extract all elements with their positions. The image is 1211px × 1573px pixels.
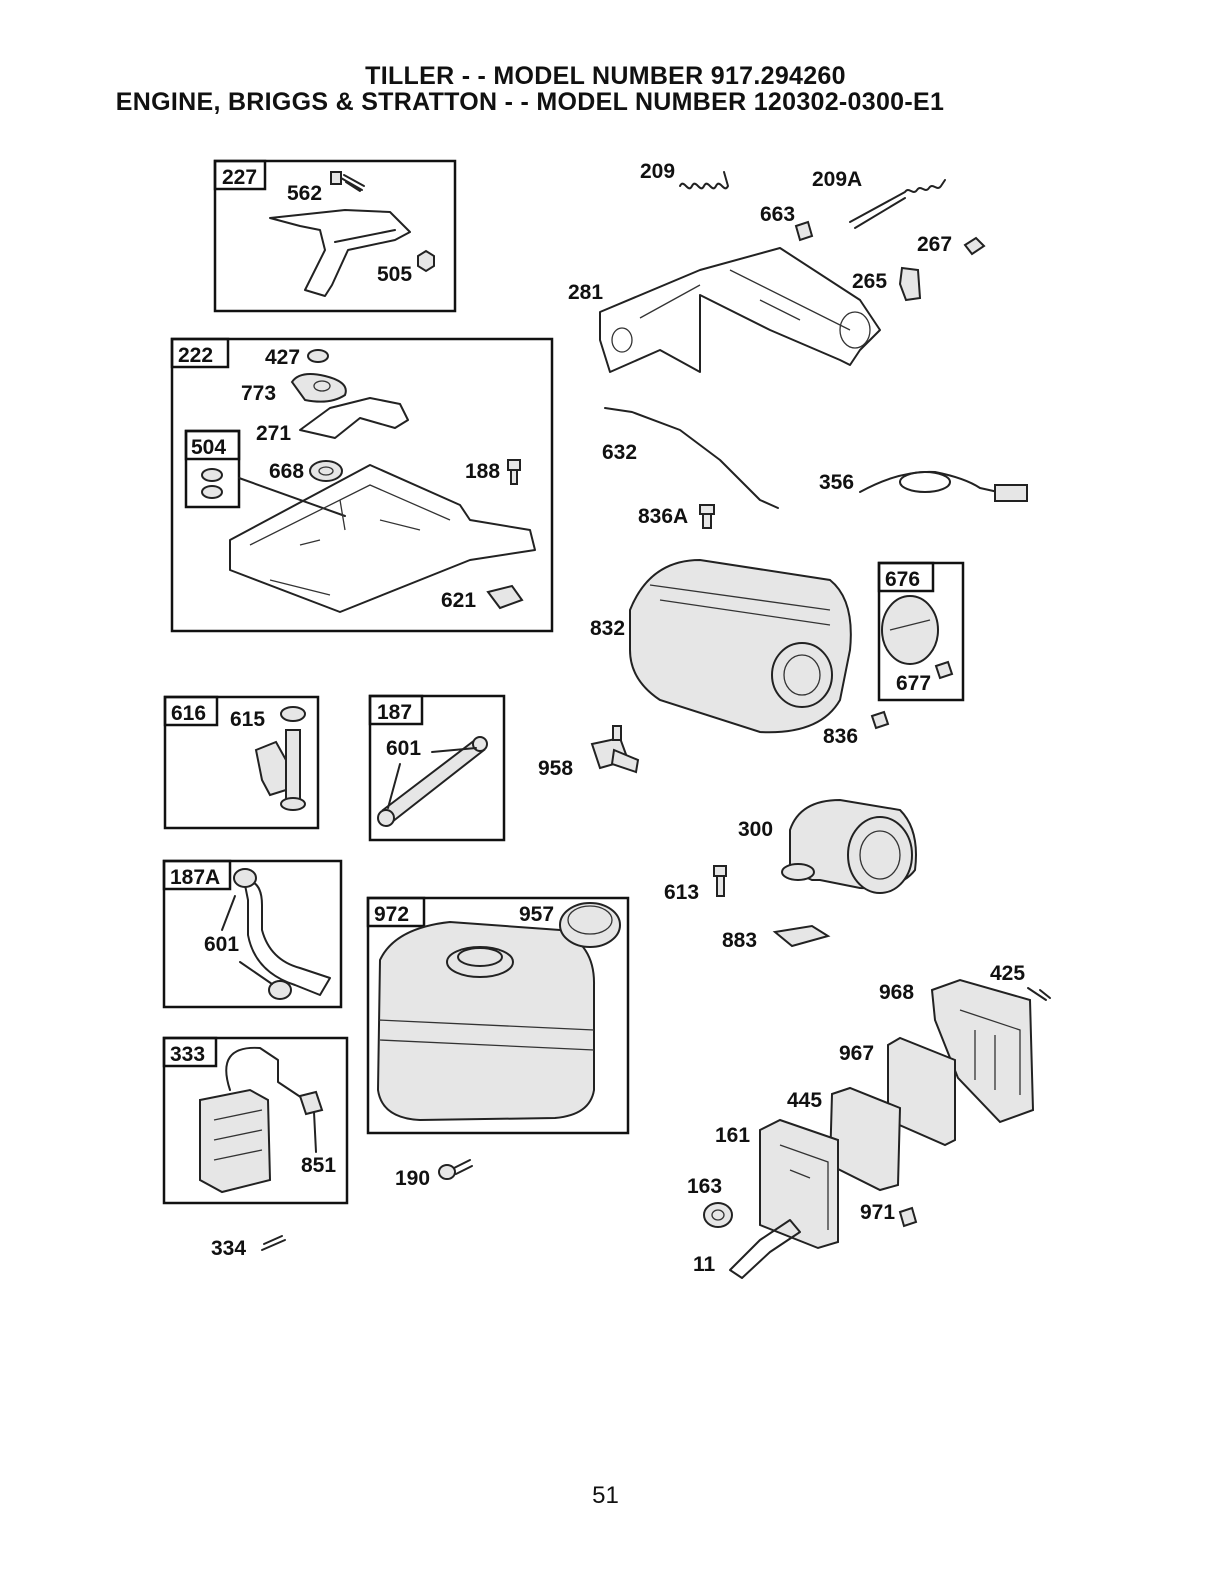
part-label: 968	[879, 981, 914, 1004]
part-label: 773	[241, 382, 276, 405]
blower-housing-icon	[600, 248, 880, 372]
fuel-gauge-icon	[882, 596, 938, 664]
part-label: 836A	[638, 505, 688, 528]
part-label: 836	[823, 725, 858, 748]
fuel-cap-icon	[560, 903, 620, 947]
part-label: 668	[269, 460, 304, 483]
kit-616-label: 616	[171, 702, 206, 725]
part-label: 663	[760, 203, 795, 226]
kit-504-label: 504	[191, 436, 226, 459]
kit-187-label: 187	[377, 701, 412, 724]
part-label: 271	[256, 422, 291, 445]
screw-icon	[796, 222, 812, 240]
lever-icon	[300, 398, 408, 438]
part-label: 615	[230, 708, 265, 731]
kit-972-label: 972	[374, 903, 409, 926]
pre-cleaner-icon	[830, 1088, 900, 1190]
screw-icon	[262, 1236, 285, 1250]
governor-plate-icon	[292, 374, 346, 402]
nut-icon	[418, 251, 434, 271]
seal-icon	[704, 1203, 732, 1227]
kit-222-label: 222	[178, 344, 213, 367]
nut-icon	[308, 350, 328, 362]
screw-icon	[700, 505, 714, 528]
fuel-tank-icon	[378, 922, 594, 1120]
part-label: 613	[664, 881, 699, 904]
part-label: 425	[990, 962, 1025, 985]
part-label: 505	[377, 263, 412, 286]
screw-icon	[439, 1160, 472, 1179]
air-cleaner-base-icon	[760, 1120, 838, 1248]
pulley-icon	[310, 461, 342, 481]
part-label: 163	[687, 1175, 722, 1198]
air-cleaner-elbow-icon	[782, 800, 916, 893]
part-label: 958	[538, 757, 573, 780]
part-label: 851	[301, 1154, 336, 1177]
part-label: 209A	[812, 168, 862, 191]
part-label: 621	[441, 589, 476, 612]
screw-icon	[1028, 988, 1050, 1000]
fuel-valve-icon	[592, 726, 638, 772]
part-label: 445	[787, 1089, 822, 1112]
page-number: 51	[0, 1482, 1211, 1510]
screw-icon	[936, 662, 952, 678]
part-label: 832	[590, 617, 625, 640]
kit-187A-label: 187A	[170, 866, 220, 889]
blower-shroud-icon	[630, 560, 851, 732]
kit-227-label: 227	[222, 166, 257, 189]
spring-icon	[850, 180, 945, 228]
spring-icon	[680, 172, 728, 188]
part-label: 562	[287, 182, 322, 205]
clip-icon	[488, 586, 522, 608]
kit-676-label: 676	[885, 568, 920, 591]
kit-222-frame: 222	[172, 339, 552, 631]
part-label: 300	[738, 818, 773, 841]
part-label: 188	[465, 460, 500, 483]
part-label: 883	[722, 929, 757, 952]
part-label: 281	[568, 281, 603, 304]
part-label: 161	[715, 1124, 750, 1147]
dipstick-tube-icon	[256, 730, 305, 810]
part-label: 11	[693, 1253, 716, 1276]
part-label: 967	[839, 1042, 874, 1065]
part-label: 334	[211, 1237, 246, 1260]
bolt-icon	[331, 172, 364, 191]
part-label: 971	[860, 1201, 895, 1224]
grommet-icon	[281, 707, 305, 721]
screw-icon	[872, 712, 888, 728]
screw-icon	[900, 1208, 916, 1226]
base-plate-icon	[230, 465, 535, 612]
part-label: 601	[386, 737, 421, 760]
washer-icon	[202, 469, 222, 481]
washer-icon	[202, 486, 222, 498]
screw-icon	[714, 866, 726, 896]
part-label: 632	[602, 441, 637, 464]
part-label: 265	[852, 270, 887, 293]
part-label: 267	[917, 233, 952, 256]
screw-icon	[965, 238, 984, 254]
clip-icon	[900, 268, 920, 300]
screw-icon	[508, 460, 520, 484]
part-label: 190	[395, 1167, 430, 1190]
part-label: 427	[265, 346, 300, 369]
part-label: 957	[519, 903, 554, 926]
part-label: 601	[204, 933, 239, 956]
part-label: 356	[819, 471, 854, 494]
part-label: 209	[640, 160, 675, 183]
ground-wire-icon	[860, 472, 1027, 501]
gasket-icon	[775, 926, 828, 946]
kit-333-label: 333	[170, 1043, 205, 1066]
part-label: 677	[896, 672, 931, 695]
